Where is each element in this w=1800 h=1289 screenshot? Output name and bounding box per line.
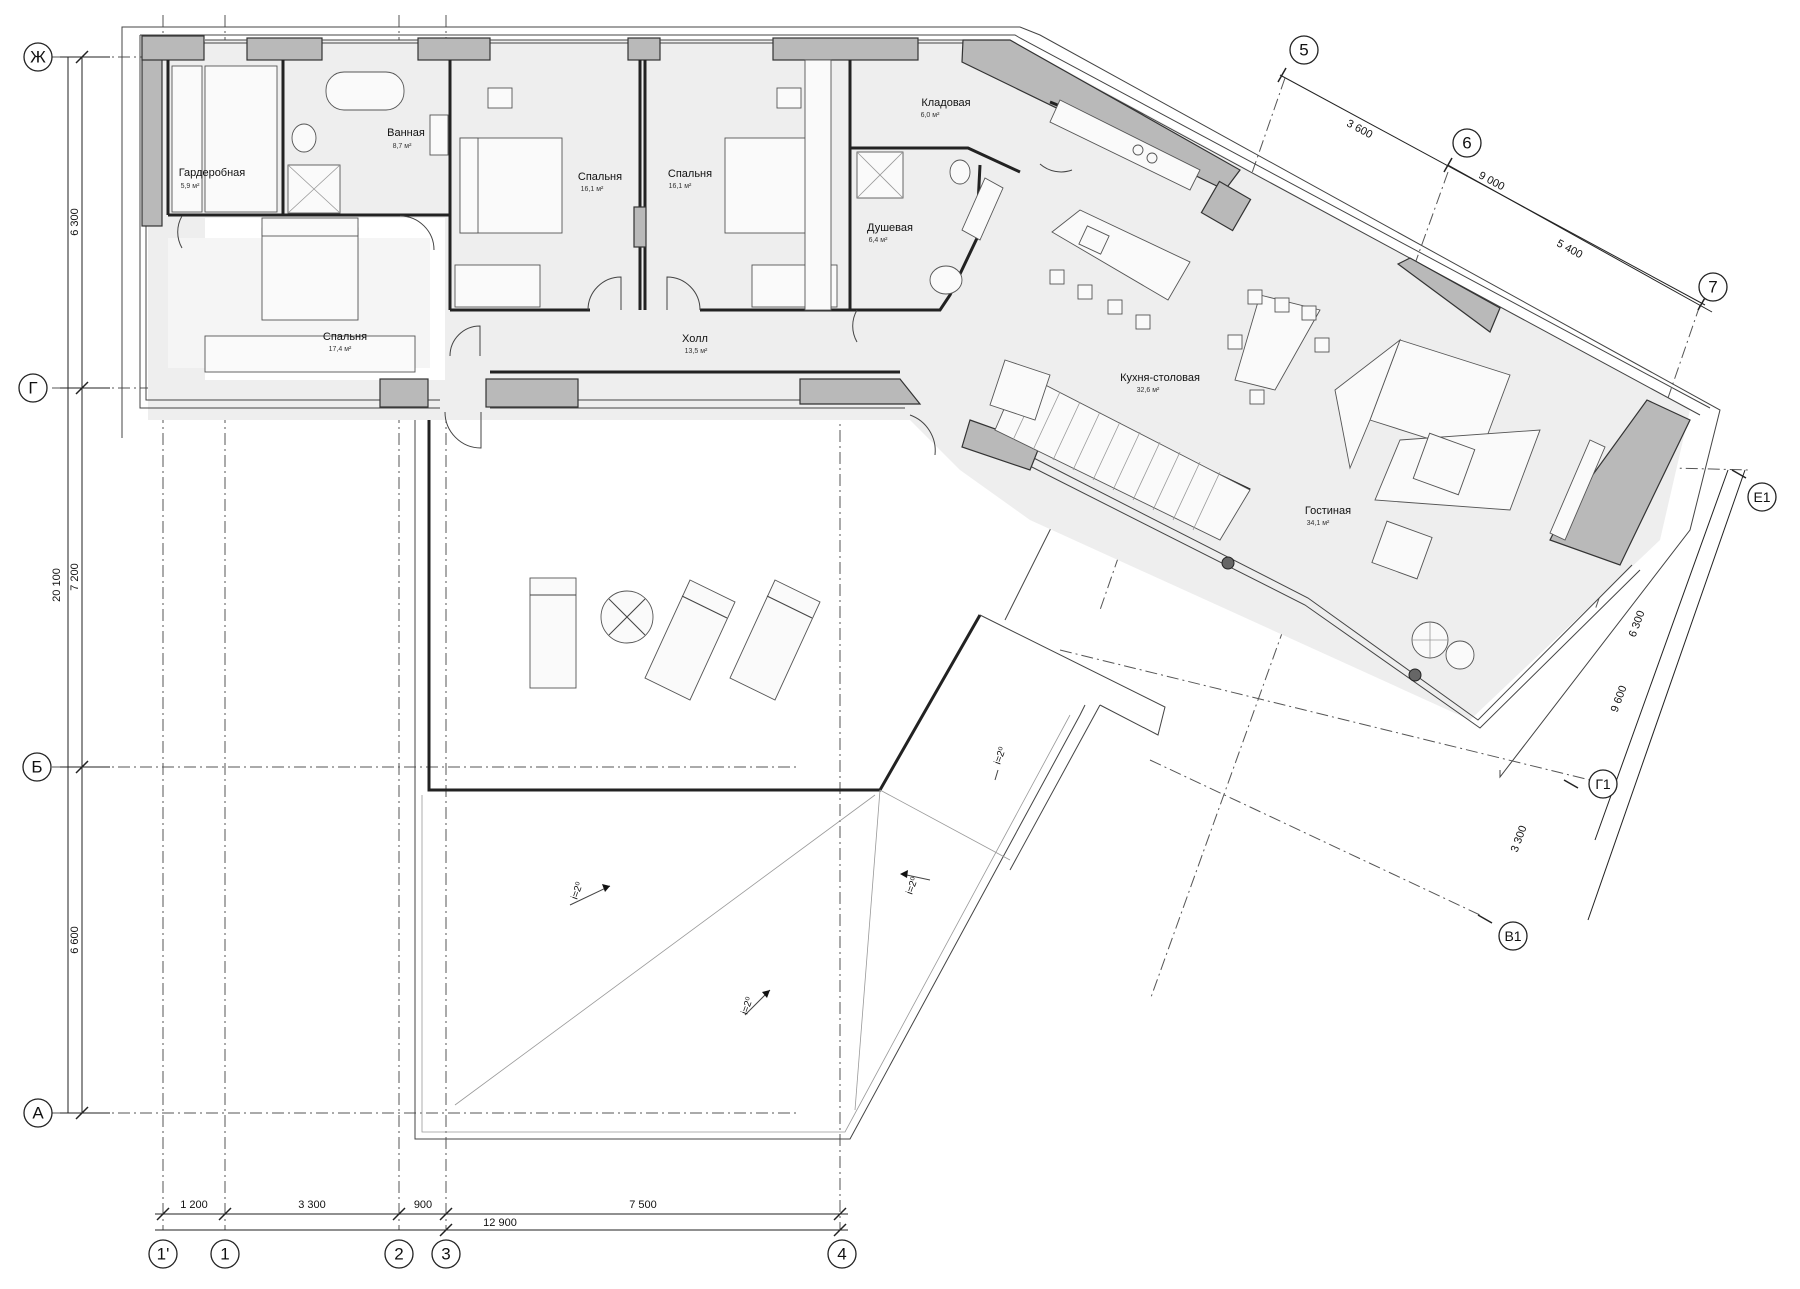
axis-label-g: Г (28, 379, 37, 398)
toilet (291, 123, 317, 153)
axis-line-g1 (1059, 649, 1591, 781)
room-bedroom-b-area: 16,1 м² (669, 183, 692, 190)
room-bedroom-a-area: 16,1 м² (581, 186, 604, 193)
wall-west (141, 35, 163, 227)
dining-table (1234, 294, 1321, 391)
room-bedroom-b-name: Спальня (668, 168, 712, 180)
dim-tr-3600: 3 600 (1344, 118, 1374, 142)
dim-left-6300: 6 300 (69, 208, 81, 236)
room-labels: Гардеробная 5,9 м² Ванная 8,7 м² Спальня… (179, 97, 1351, 527)
axis-label-7: 7 (1708, 278, 1717, 297)
room-pantry-area: 6,0 м² (921, 112, 940, 119)
axis-bubbles-left: Ж Г Б А (18, 42, 53, 1128)
dim-bottom-1200: 1 200 (180, 1199, 208, 1211)
sunbed-3 (729, 579, 821, 701)
terrace-outlines: i=2⁰ i=2⁰ i=2⁰ i=2⁰ (121, 26, 1721, 1140)
room-wardrobe-name: Гардеробная (179, 167, 246, 179)
room-bathroom-area: 8,7 м² (393, 143, 412, 150)
dim-left-20100: 20 100 (51, 568, 63, 602)
axis-bubbles-right: 5 6 7 Е1 Г1 В1 (1289, 35, 1777, 951)
dim-tr-5400: 5 400 (1554, 238, 1584, 262)
dim-bottom-3300: 3 300 (298, 1199, 326, 1211)
axis-label-4: 4 (837, 1245, 846, 1264)
slope-label-3: i=2⁰ (739, 996, 755, 1016)
slope-label-4: i=2⁰ (992, 746, 1008, 766)
dim-right-6300: 6 300 (1627, 609, 1648, 639)
slope-label-1: i=2⁰ (569, 881, 585, 901)
dim-left-7200: 7 200 (69, 563, 81, 591)
dim-right-9600: 9 600 (1609, 684, 1630, 714)
room-kitchen-area: 32,6 м² (1137, 387, 1160, 394)
living-sofa (1334, 338, 1606, 580)
doors (177, 163, 1073, 456)
walls (139, 34, 1711, 729)
axis-label-1: 1 (220, 1245, 229, 1264)
axis-line-6 (1149, 171, 1449, 1001)
axis-label-2: 2 (394, 1245, 403, 1264)
room-pantry-name: Кладовая (921, 97, 970, 109)
axis-label-e1: Е1 (1753, 489, 1770, 505)
dim-right-3300: 3 300 (1509, 824, 1530, 854)
sunbed-2 (644, 579, 736, 701)
axis-line-v1 (1149, 759, 1481, 916)
axis-label-1p: 1' (157, 1245, 170, 1264)
room-hall-area: 13,5 м² (685, 348, 708, 355)
room-bathroom-name: Ванная (387, 127, 425, 139)
axis-label-3: 3 (441, 1245, 450, 1264)
dim-bottom-900: 900 (414, 1199, 432, 1211)
dim-left-6600: 6 600 (69, 926, 81, 954)
staircase (989, 359, 1251, 541)
terrace-furniture (529, 577, 821, 701)
sunbed-1 (529, 577, 577, 689)
bathtub (325, 71, 405, 111)
dims-left: 6 300 20 100 7 200 6 600 (51, 50, 110, 1120)
axis-label-v1: В1 (1504, 928, 1521, 944)
room-bedroom-a-name: Спальня (578, 171, 622, 183)
room-living-name: Гостиная (1305, 505, 1351, 517)
axis-label-g1: Г1 (1595, 776, 1611, 792)
dims-bottom: 1 200 3 300 900 7 500 12 900 (155, 1199, 848, 1237)
room-hall-name: Холл (682, 333, 708, 345)
dim-bottom-7500: 7 500 (629, 1199, 657, 1211)
axis-label-5: 5 (1299, 41, 1308, 60)
interior-furniture (171, 59, 1606, 682)
axis-label-zh: Ж (30, 48, 46, 67)
room-living-area: 34,1 м² (1307, 520, 1330, 527)
room-shower-name: Душевая (867, 222, 913, 234)
room-bedroom-main-name: Спальня (323, 331, 367, 343)
plant (1411, 621, 1475, 670)
axis-label-6: 6 (1462, 134, 1471, 153)
room-shower-area: 6,4 м² (869, 237, 888, 244)
room-bedroom-main-area: 17,4 м² (329, 346, 352, 353)
slope-label-2: i=2⁰ (904, 876, 920, 896)
room-kitchen-name: Кухня-столовая (1120, 372, 1200, 384)
sink (429, 114, 449, 156)
dim-bottom-12900: 12 900 (483, 1217, 517, 1229)
bed-main (261, 227, 359, 321)
axis-bubbles-bottom: 1' 1 2 3 4 (148, 1239, 857, 1269)
room-wardrobe-area: 5,9 м² (181, 183, 200, 190)
axis-label-a: А (32, 1104, 44, 1123)
axis-label-b: Б (31, 758, 42, 777)
